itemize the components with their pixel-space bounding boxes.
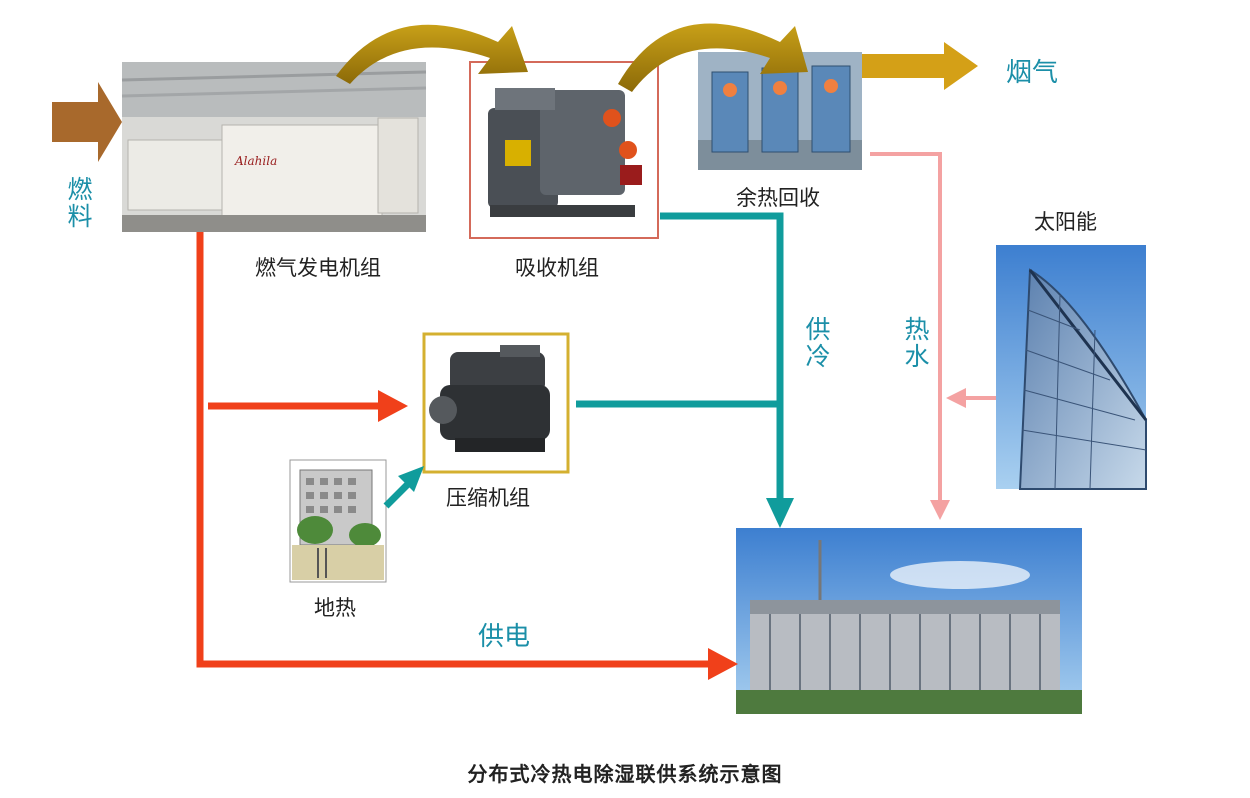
exhaust-arrow-generator-to-absorption <box>336 24 528 84</box>
hot-water-lines <box>870 152 996 520</box>
diagram-caption: 分布式冷热电除湿联供系统示意图 <box>467 762 783 786</box>
heat-recovery-photo <box>698 52 862 170</box>
generator-photo: Alahila <box>121 62 427 232</box>
flue-gas-label: 烟气 <box>1006 58 1059 88</box>
exhaust-arrow-absorption-to-recovery <box>618 23 808 92</box>
heat-recovery-label: 余热回收 <box>736 186 820 210</box>
power-supply-label: 供电 <box>478 622 531 652</box>
svg-text:Alahila: Alahila <box>234 154 277 168</box>
solar-label: 太阳能 <box>1034 210 1097 234</box>
geothermal-photo <box>289 459 387 583</box>
cooling-label: 供冷 <box>802 316 831 370</box>
compressor-photo <box>422 332 570 474</box>
cooling-lines <box>383 212 794 528</box>
absorption-chiller-photo <box>469 61 659 239</box>
generator-label: 燃气发电机组 <box>255 256 381 280</box>
fuel-label: 燃料 <box>64 176 93 230</box>
office-building-photo <box>736 528 1082 714</box>
compressor-label: 压缩机组 <box>446 486 530 510</box>
absorption-label: 吸收机组 <box>515 256 599 280</box>
flue-gas-arrow <box>862 42 978 90</box>
solar-building-photo <box>996 245 1148 490</box>
hot-water-label: 热水 <box>901 316 930 370</box>
fuel-arrow <box>52 82 122 162</box>
geothermal-label: 地热 <box>314 596 356 620</box>
power-supply-lines <box>196 232 738 680</box>
